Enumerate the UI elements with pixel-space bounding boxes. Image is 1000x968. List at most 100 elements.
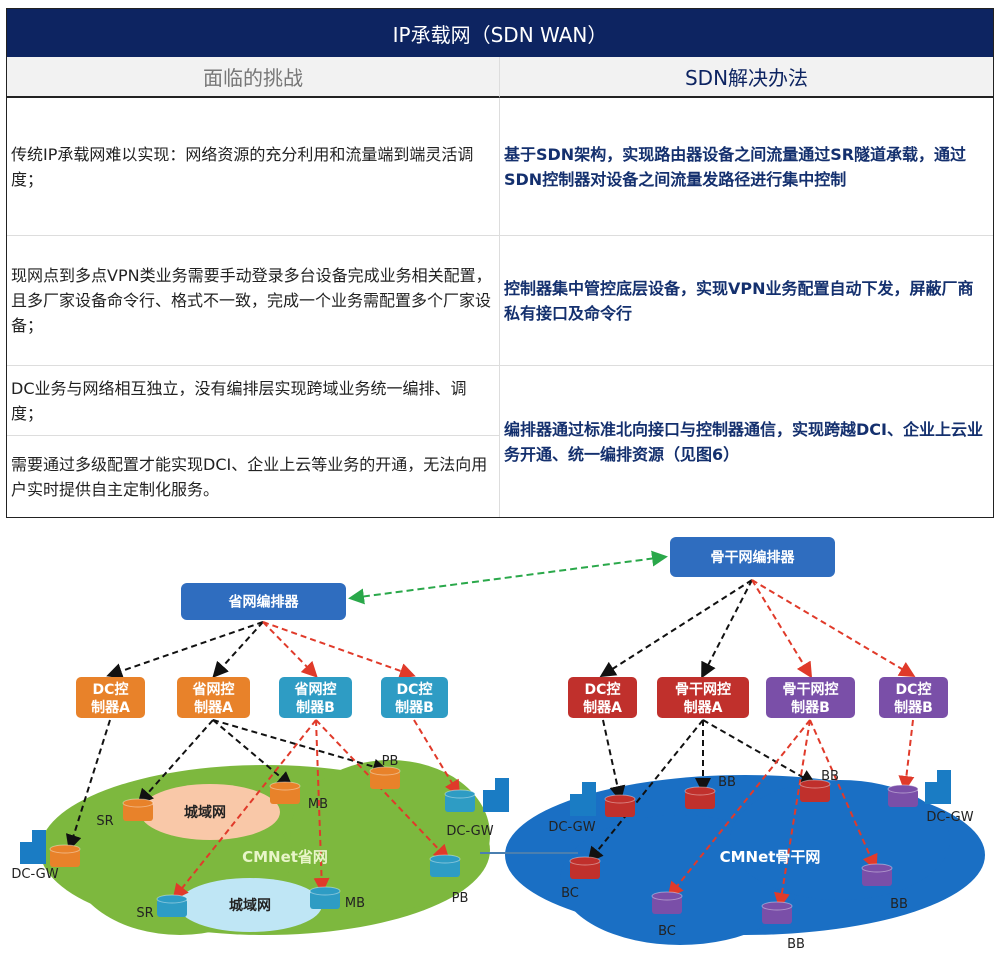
control-link — [172, 719, 317, 901]
control-link — [751, 579, 813, 679]
controller-label: 制器A — [194, 699, 233, 716]
network-diagram: SR MB PB DC-GW DC-GW PB SR MB DC-GW BB BB BC DC-GW BB… — [11, 537, 985, 952]
control-link — [898, 719, 915, 792]
orchestrator-link — [348, 550, 668, 605]
metro-cloud-top — [140, 784, 280, 840]
router-node: BB — [799, 769, 839, 802]
controller-label: DC控 — [585, 681, 621, 698]
control-link — [65, 719, 111, 851]
header-challenges: 面临的挑战 — [7, 57, 500, 98]
header-solutions: SDN解决办法 — [500, 57, 993, 98]
controller-label: 制器B — [894, 699, 933, 716]
solution-cell: 控制器集中管控底层设备，实现VPN业务配置自动下发，屏蔽厂商私有接口及命令行 — [500, 236, 993, 366]
orchestrator-right: 骨干网编排器 — [670, 537, 835, 577]
controller-label: DC控 — [93, 681, 129, 698]
router-node: DC-GW — [11, 844, 81, 882]
router-node: BB — [761, 901, 805, 952]
control-link — [262, 621, 318, 678]
controller-label: DC控 — [397, 681, 433, 698]
control-link — [313, 719, 330, 894]
challenge-cell: 传统IP承载网难以实现：网络资源的充分利用和流量端到端灵活调度； — [7, 98, 500, 236]
router-node: PB — [369, 754, 401, 789]
control-link — [106, 621, 264, 679]
node-label: PB — [452, 891, 469, 906]
province-cloud-label: CMNet省网 — [242, 848, 328, 866]
node-label: BB — [821, 769, 839, 784]
datacenter-building-icon — [570, 782, 596, 816]
router-node: MB — [309, 886, 365, 911]
node-label: BB — [787, 937, 805, 952]
control-link — [809, 719, 878, 871]
datacenter-building-icon — [925, 770, 951, 804]
router-node: DC-GW — [887, 784, 974, 825]
router-node: SR — [136, 894, 188, 921]
orchestrator-label: 骨干网编排器 — [711, 549, 796, 566]
node-label: DC-GW — [548, 820, 595, 835]
node-label: PB — [382, 754, 399, 769]
control-link — [602, 719, 626, 802]
router-node: BB — [861, 863, 908, 912]
node-label: DC-GW — [926, 810, 973, 825]
backbone-cloud-label: CMNet骨干网 — [720, 848, 821, 866]
controller-label: 制器A — [684, 699, 723, 716]
node-label: BC — [658, 924, 676, 939]
control-link — [701, 579, 753, 679]
router-node: MB — [269, 781, 328, 812]
controller-label: 制器A — [583, 699, 622, 716]
metro-label: 城域网 — [229, 897, 271, 914]
router-node: DC-GW — [444, 789, 494, 839]
challenge-cell: 需要通过多级配置才能实现DCI、企业上云等业务的开通，无法向用户实时提供自主定制… — [7, 436, 500, 517]
controller-label: 制器A — [91, 699, 130, 716]
control-link — [137, 719, 214, 805]
controller-label: 制器B — [296, 699, 335, 716]
datacenter-building-icon — [483, 778, 509, 812]
metro-cloud-bottom — [178, 878, 322, 932]
controller-label: DC控 — [896, 681, 932, 698]
control-link — [212, 719, 294, 788]
router-node: SR — [96, 798, 154, 829]
control-link — [413, 719, 461, 797]
control-link — [774, 719, 811, 909]
orchestrator-label: 省网编排器 — [228, 594, 300, 611]
router-node: BC — [561, 856, 601, 901]
table-title: IP承载网（SDN WAN） — [7, 9, 993, 57]
solution-cell: 编排器通过标准北向接口与控制器通信，实现跨越DCI、企业上云业务开通、统一编排资… — [504, 419, 983, 464]
comparison-table: IP承载网（SDN WAN） 面临的挑战 SDN解决办法 传统IP承载网难以实现… — [6, 8, 994, 518]
orchestrator-left: 省网编排器 — [181, 583, 346, 620]
solution-cell: 基于SDN架构，实现路由器设备之间流量通过SR隧道承载，通过SDN控制器对设备之… — [500, 98, 993, 236]
router-node: BC — [651, 891, 683, 939]
control-link — [212, 621, 264, 678]
challenge-cell: DC业务与网络相互独立，没有编排层实现跨域业务统一编排、调度； — [7, 366, 500, 436]
controller-label: 省网控 — [294, 681, 337, 698]
metro-label: 城域网 — [184, 804, 226, 821]
node-label: DC-GW — [446, 824, 493, 839]
control-link — [212, 719, 389, 775]
control-link — [262, 621, 416, 679]
control-link — [667, 719, 811, 899]
node-label: BC — [561, 886, 579, 901]
controller-label: 制器B — [791, 699, 830, 716]
node-label: MB — [345, 896, 365, 911]
router-node: DC-GW — [548, 794, 636, 835]
node-label: BB — [718, 775, 736, 790]
router-node: BB — [684, 775, 736, 809]
controller-label: 省网控 — [192, 681, 235, 698]
node-label: MB — [308, 797, 328, 812]
controller-label: 骨干网控 — [783, 681, 839, 698]
router-node: PB — [429, 854, 469, 906]
node-label: DC-GW — [11, 867, 58, 882]
control-link — [702, 719, 817, 785]
challenge-cell: 现网点到多点VPN类业务需要手动登录多台设备完成业务相关配置，且多厂家设备命令行… — [7, 236, 500, 366]
node-label: BB — [890, 897, 908, 912]
controller-label: 骨干网控 — [675, 681, 731, 698]
datacenter-building-icon — [20, 830, 46, 864]
node-label: SR — [136, 906, 153, 921]
node-label: SR — [96, 814, 113, 829]
